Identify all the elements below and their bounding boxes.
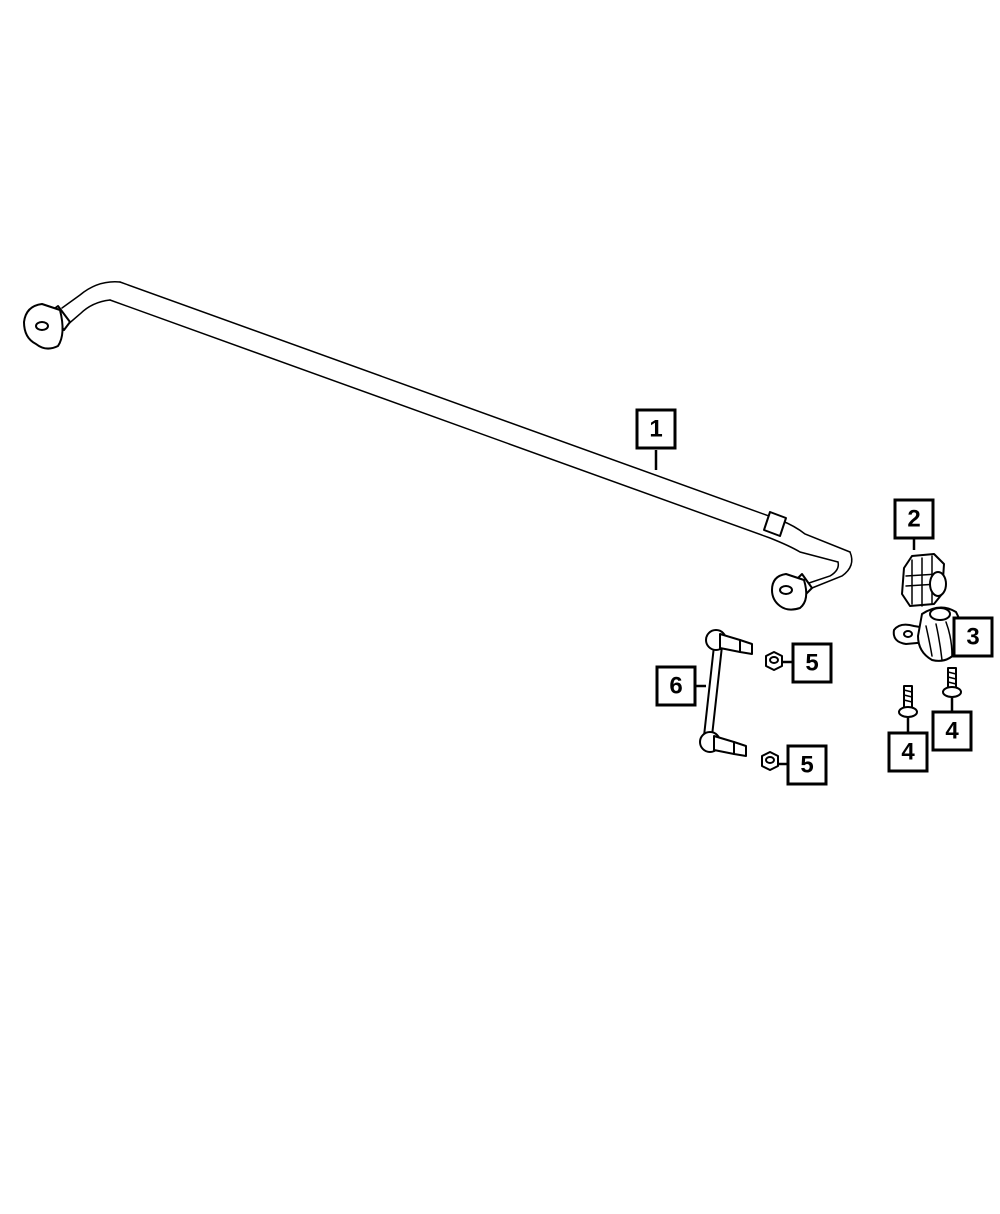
- nut-icon: [765, 651, 783, 671]
- bolt-icon: [898, 685, 918, 718]
- retainer-bracket-icon: [892, 606, 963, 662]
- callout-4b: 4: [931, 710, 973, 752]
- svg-text:5: 5: [800, 752, 813, 779]
- svg-text:4: 4: [901, 739, 915, 766]
- callout-5b: 5: [786, 744, 828, 786]
- callout-1: 1: [635, 408, 677, 450]
- callout-3: 3: [952, 616, 994, 658]
- callout-5a: 5: [791, 642, 833, 684]
- svg-text:6: 6: [669, 673, 682, 700]
- nut-icon: [761, 751, 779, 771]
- svg-text:3: 3: [966, 624, 979, 651]
- callout-4a: 4: [887, 731, 929, 773]
- stabilizer-bar-icon: [23, 281, 853, 611]
- svg-text:1: 1: [649, 416, 662, 443]
- svg-text:5: 5: [805, 650, 818, 677]
- svg-text:4: 4: [945, 718, 959, 745]
- svg-text:2: 2: [907, 506, 920, 533]
- callout-2: 2: [893, 498, 935, 540]
- stabilizer-link-icon: [699, 629, 753, 757]
- bolt-icon: [942, 667, 962, 698]
- callout-6: 6: [655, 665, 697, 707]
- bushing-icon: [901, 553, 947, 607]
